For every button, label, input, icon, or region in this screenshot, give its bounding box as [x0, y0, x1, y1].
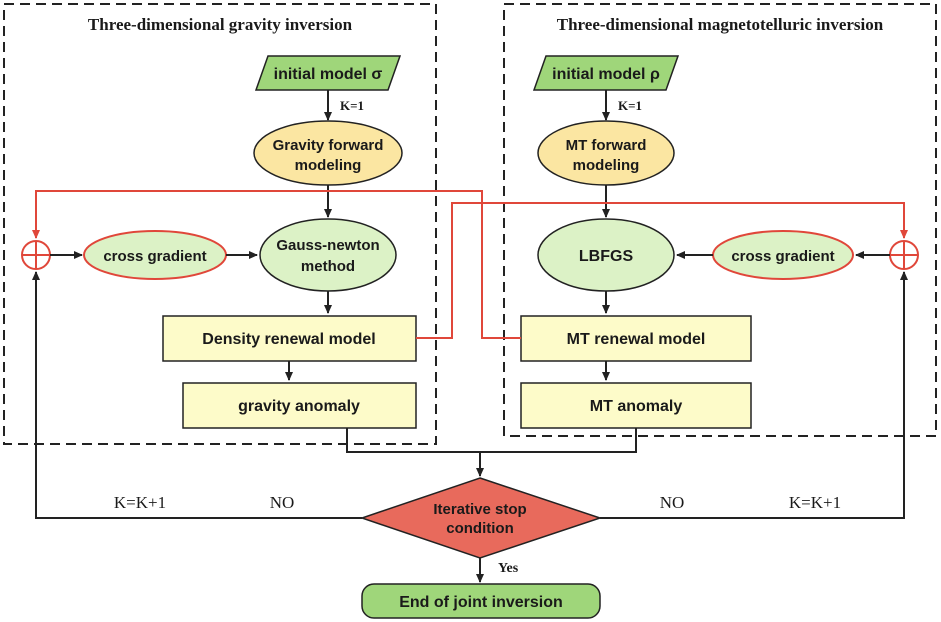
mt-renewal-to-gravity-junction-line — [32, 190, 521, 339]
left-no-label: NO — [270, 493, 295, 512]
density-renewal-box — [162, 315, 417, 362]
mt-k1-label: K=1 — [618, 98, 642, 113]
mt-panel-title: Three-dimensional magnetotelluric invers… — [557, 15, 884, 34]
stop-condition-line2: condition — [446, 520, 514, 537]
mt-anomaly-to-decision-line — [480, 428, 637, 453]
mt-renewal-label: MT renewal model — [567, 331, 706, 348]
gauss-newton-line2: method — [301, 258, 355, 275]
gravity-initial-model-box — [254, 55, 402, 91]
gravity-forward-line2: modeling — [295, 157, 362, 174]
mt-panel-frame — [503, 3, 937, 437]
mt-anomaly-label: MT anomaly — [590, 398, 683, 415]
density-renewal-label: Density renewal model — [202, 331, 375, 348]
end-label: End of joint inversion — [399, 594, 563, 611]
gravity-forward-line1: Gravity forward — [273, 137, 384, 154]
end-box — [361, 583, 601, 619]
gauss-newton-line1: Gauss-newton — [276, 237, 379, 254]
gravity-anomaly-to-decision-line — [346, 428, 480, 453]
left-no-loop-line — [32, 271, 362, 519]
gravity-panel-frame — [3, 3, 437, 445]
gravity-initial-model-label: initial model σ — [274, 66, 383, 83]
stop-condition-line1: Iterative stop — [433, 501, 526, 518]
right-k-increment-label: K=K+1 — [789, 493, 841, 512]
mt-forward-line2: modeling — [573, 157, 640, 174]
stop-condition-diamond — [359, 477, 603, 559]
gauss-newton-ellipse — [259, 218, 397, 292]
gravity-k1-label: K=1 — [340, 98, 364, 113]
left-k-increment-label: K=K+1 — [114, 493, 166, 512]
gravity-anomaly-box — [182, 382, 417, 429]
right-no-label: NO — [660, 493, 685, 512]
gravity-cross-gradient-label: cross gradient — [103, 248, 206, 265]
gravity-anomaly-label: gravity anomaly — [238, 398, 360, 415]
yes-label: Yes — [498, 561, 519, 576]
density-renewal-to-mt-junction-line — [416, 202, 908, 339]
right-no-loop-line — [600, 271, 908, 519]
mt-initial-model-box — [532, 55, 680, 91]
mt-forward-line1: MT forward — [566, 137, 647, 154]
mt-renewal-box — [520, 315, 752, 362]
lbfgs-label: LBFGS — [579, 248, 634, 265]
mt-anomaly-box — [520, 382, 752, 429]
mt-initial-model-label: initial model ρ — [552, 66, 660, 83]
mt-cross-gradient-label: cross gradient — [731, 248, 834, 265]
gravity-panel-title: Three-dimensional gravity inversion — [88, 15, 353, 34]
